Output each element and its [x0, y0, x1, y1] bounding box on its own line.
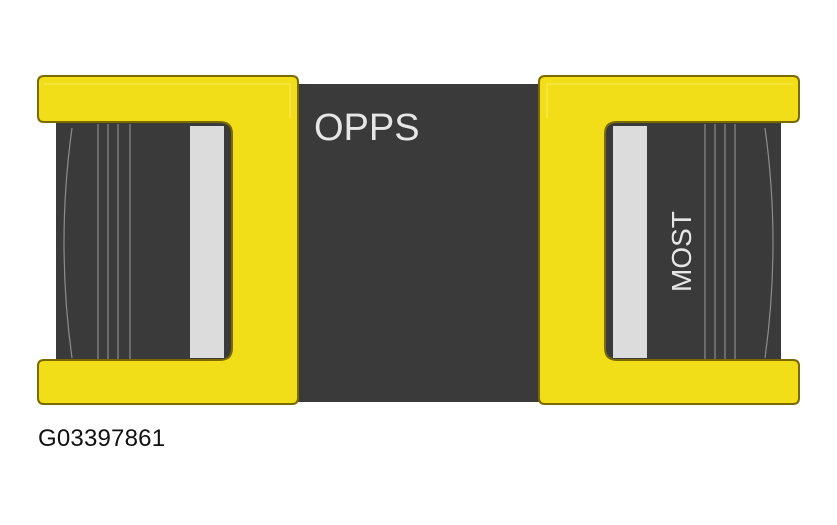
left-plug [56, 118, 234, 368]
label-most: MOST [666, 211, 697, 292]
left-window [190, 126, 224, 358]
connector-body [252, 84, 582, 402]
right-clip [538, 75, 800, 405]
left-clip [37, 75, 299, 405]
right-plug [603, 118, 781, 368]
figure-caption: G03397861 [38, 425, 166, 452]
label-opps: OPPS [314, 107, 420, 149]
right-window [613, 126, 647, 358]
